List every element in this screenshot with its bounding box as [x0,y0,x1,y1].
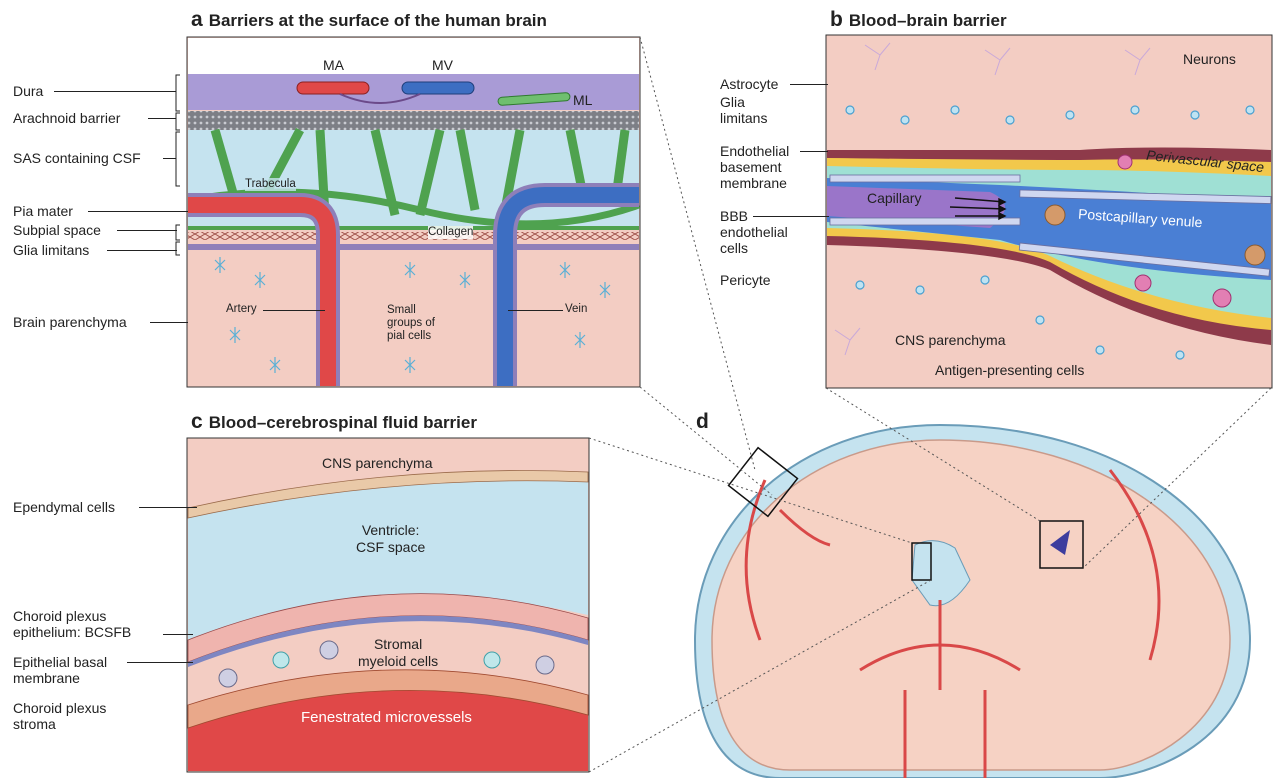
label-pia-mater: Pia mater [13,203,73,219]
label-choroid-stroma: Choroid plexus stroma [13,700,106,732]
panel-c-title: c Blood–cerebrospinal fluid barrier [191,410,477,434]
label-subpial-space: Subpial space [13,222,101,238]
label-neurons: Neurons [1183,51,1236,67]
label-antigen-presenting-cells: Antigen-presenting cells [935,362,1084,378]
label-fenestrated-microvessels: Fenestrated microvessels [301,709,472,726]
label-glia-limitans-a: Glia limitans [13,242,89,258]
label-choroid-epithelium: Choroid plexus epithelium: BCSFB [13,608,131,640]
label-glia-limitans-b: Glia limitans [720,94,767,126]
label-ependymal-cells: Ependymal cells [13,499,115,515]
label-astrocyte: Astrocyte [720,76,778,92]
label-mv: MV [432,57,453,73]
panel-b-title: b Blood–brain barrier [830,8,1007,32]
label-arachnoid-barrier: Arachnoid barrier [13,110,120,126]
panel-a-title-text: Barriers at the surface of the human bra… [209,11,547,30]
label-ma: MA [323,57,344,73]
label-cns-parenchyma-b: CNS parenchyma [895,332,1006,348]
label-pial-cells: Small groups of pial cells [387,304,435,343]
label-brain-parenchyma: Brain parenchyma [13,314,127,330]
panel-c-title-text: Blood–cerebrospinal fluid barrier [209,413,477,432]
label-stromal-myeloid: Stromal myeloid cells [358,636,438,670]
panel-b-illustration [826,35,1272,388]
label-ml: ML [573,92,592,108]
label-vein: Vein [565,303,587,316]
label-capillary: Capillary [867,190,921,207]
label-epithelial-basal-membrane: Epithelial basal membrane [13,654,107,686]
panel-c-letter: c [191,410,203,433]
panel-d-letter: d [696,410,709,433]
label-cns-parenchyma-c: CNS parenchyma [322,455,433,472]
label-ventricle: Ventricle: CSF space [356,522,425,556]
panel-b-letter: b [830,8,843,31]
panel-a-title: a Barriers at the surface of the human br… [191,8,547,32]
panel-b-title-text: Blood–brain barrier [849,11,1007,30]
panel-d-illustration [695,425,1250,778]
label-dura: Dura [13,83,43,99]
panel-d-title: d [696,410,715,434]
label-pericyte: Pericyte [720,272,771,288]
label-collagen: Collagen [428,226,473,239]
panel-a-letter: a [191,8,203,31]
label-trabecula: Trabecula [245,178,296,191]
panel-a-brackets [170,70,190,260]
label-endothelial-basement: Endothelial basement membrane [720,143,789,191]
label-artery: Artery [226,303,257,316]
label-sas-csf: SAS containing CSF [13,150,141,166]
